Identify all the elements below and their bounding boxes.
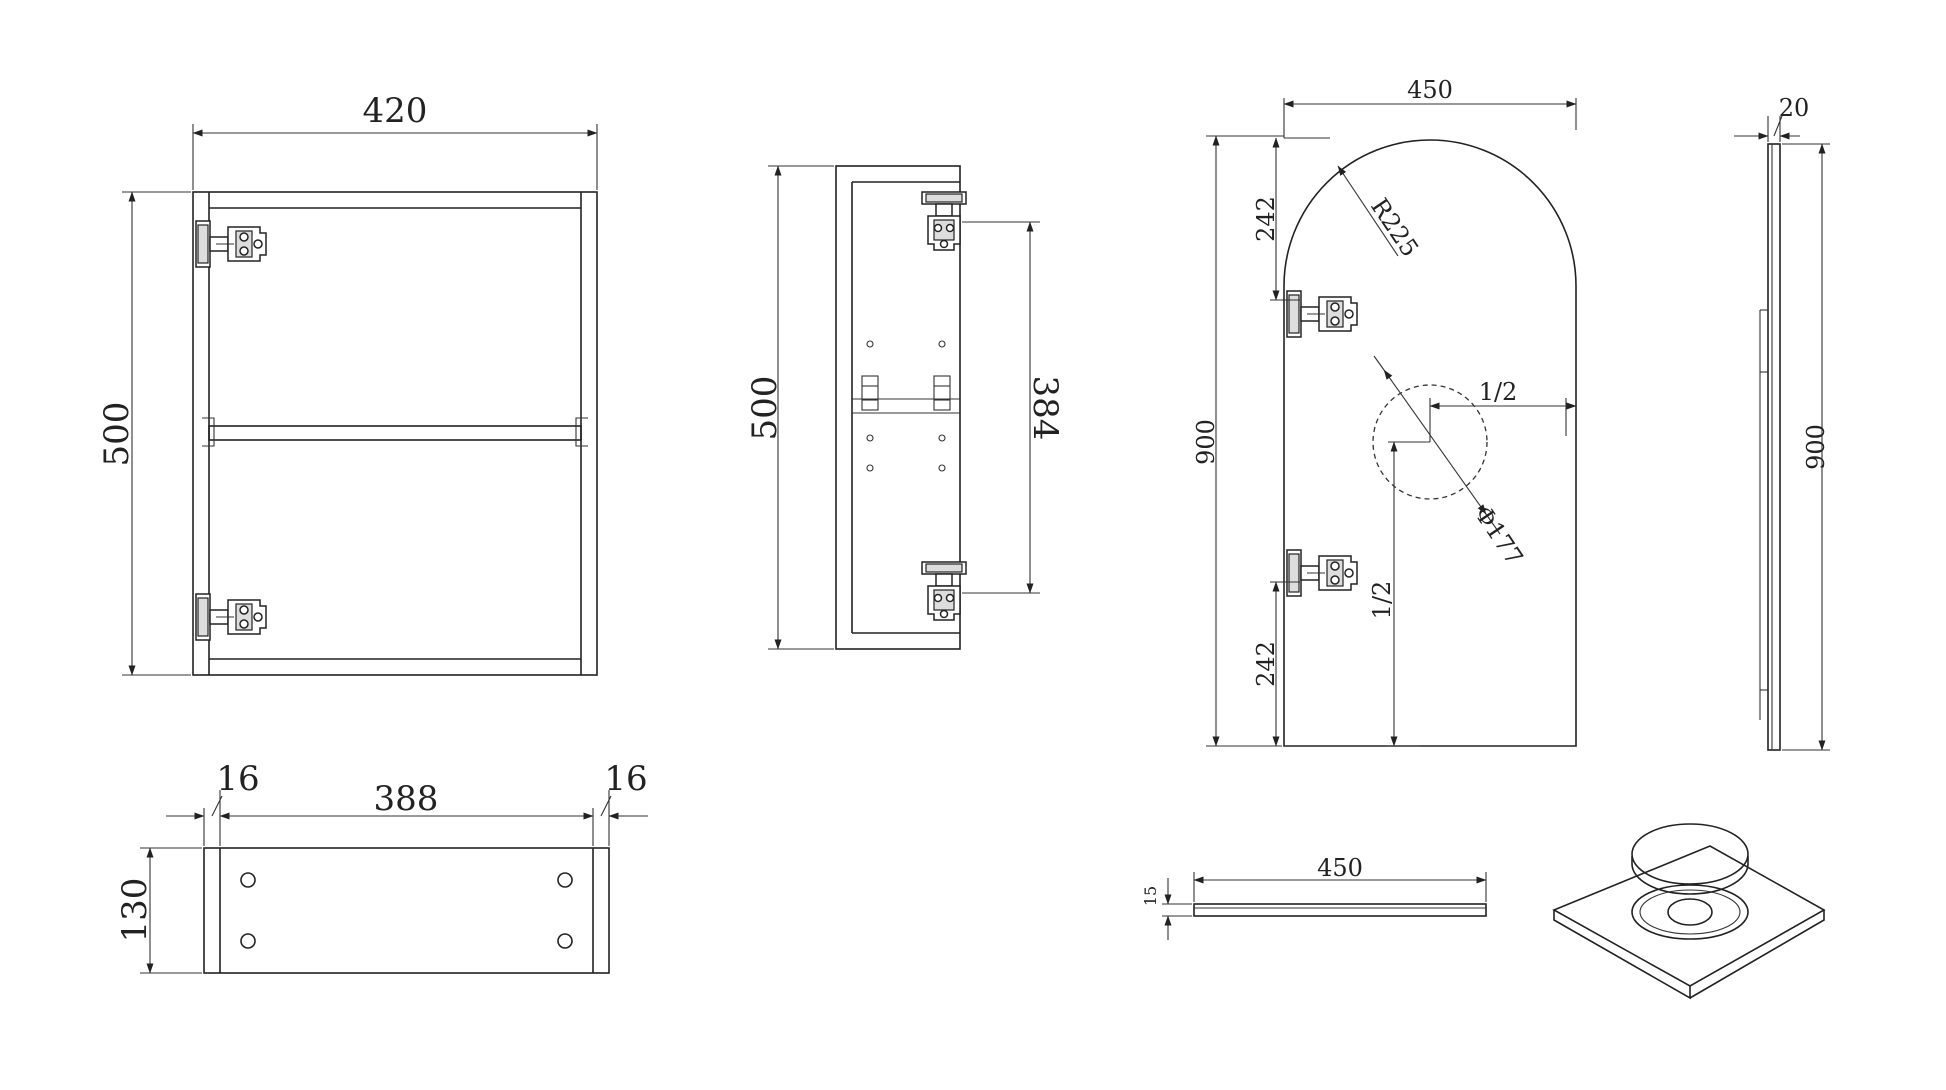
front-height-label: 500 — [97, 402, 137, 467]
mirror-top-thickness-label: 15 — [1141, 886, 1160, 906]
shelf-inner-width-label: 388 — [374, 779, 439, 819]
mirror-radius-label: R225 — [1365, 193, 1424, 262]
iso-cutout-inner — [1639, 889, 1741, 935]
shelf-support-right — [575, 417, 588, 447]
shelf-view: 16 388 16 130 — [115, 759, 648, 974]
arch-mirror-outline — [1283, 139, 1577, 747]
mirror-top-outline — [1193, 903, 1487, 917]
mirror-diameter-leader-2 — [1485, 513, 1501, 535]
shelf-depth-label: 130 — [115, 878, 155, 943]
side-hinge-top — [921, 191, 967, 251]
front-hinge-top — [195, 220, 267, 268]
mirror-radius-leader — [1337, 165, 1399, 257]
iso-cutout-outer — [1631, 884, 1749, 940]
mirror-bottom-hinge-label: 242 — [1252, 641, 1280, 687]
mirror-hinge-top — [1286, 290, 1358, 338]
front-cabinet-outline — [192, 191, 598, 676]
side-shelf-pin-holes — [861, 340, 951, 472]
front-hinge-bottom — [195, 593, 267, 641]
mirror-side-view: 20 900 — [1734, 94, 1830, 751]
side-hinge-spacing-label: 384 — [1025, 376, 1065, 441]
mirror-hole-diameter-label: Φ177 — [1469, 501, 1529, 571]
iso-panel-right-edge — [1689, 910, 1825, 999]
mirror-top-view: 450 15 — [1141, 854, 1487, 940]
shelf-outline — [203, 847, 610, 974]
mirror-top-width-label: 450 — [1317, 854, 1363, 882]
mirror-top-hinge-label: 242 — [1252, 196, 1280, 242]
front-view: 420 500 — [97, 91, 598, 676]
front-shelf — [208, 425, 582, 441]
mirror-front-view: 450 900 242 242 R225 Φ177 1/2 1/2 — [1192, 76, 1577, 747]
mirror-half-vertical-label: 1/2 — [1368, 581, 1396, 620]
mirror-width-label: 450 — [1407, 76, 1453, 104]
side-cabinet-outline — [835, 165, 961, 650]
mirror-diameter-leader — [1373, 355, 1385, 371]
mirror-half-horizontal-label: 1/2 — [1479, 378, 1518, 406]
mirror-thickness-label: 20 — [1779, 94, 1810, 122]
mirror-hinge-bottom — [1286, 549, 1358, 597]
mirror-thickness-leader — [1773, 115, 1783, 137]
shelf-hole — [240, 872, 256, 888]
iso-disc-top — [1631, 823, 1749, 885]
shelf-hole — [557, 872, 573, 888]
mirror-height-label: 900 — [1192, 419, 1220, 465]
side-height-label: 500 — [745, 376, 785, 441]
front-width-label: 420 — [363, 91, 428, 131]
shelf-right-edge-label: 16 — [604, 759, 647, 799]
side-view: 500 384 — [745, 165, 1065, 650]
shelf-support-left — [202, 417, 215, 447]
iso-cutout-center — [1667, 898, 1713, 926]
shelf-right-leader — [600, 795, 612, 817]
shelf-left-edge-label: 16 — [216, 759, 259, 799]
shelf-hole — [557, 933, 573, 949]
iso-panel-left-edge — [1553, 910, 1691, 1000]
mirror-side-outline — [1767, 143, 1781, 751]
iso-panel-top — [1552, 845, 1826, 987]
mirror-diameter-line — [1383, 369, 1487, 515]
mirror-side-height-label: 900 — [1802, 424, 1830, 470]
side-hinge-bottom — [921, 561, 967, 621]
isometric-view — [1552, 823, 1826, 1000]
iso-disc-side — [1631, 856, 1749, 895]
mirror-hole-dashed — [1372, 384, 1488, 500]
shelf-left-leader — [211, 795, 223, 817]
shelf-hole — [240, 933, 256, 949]
